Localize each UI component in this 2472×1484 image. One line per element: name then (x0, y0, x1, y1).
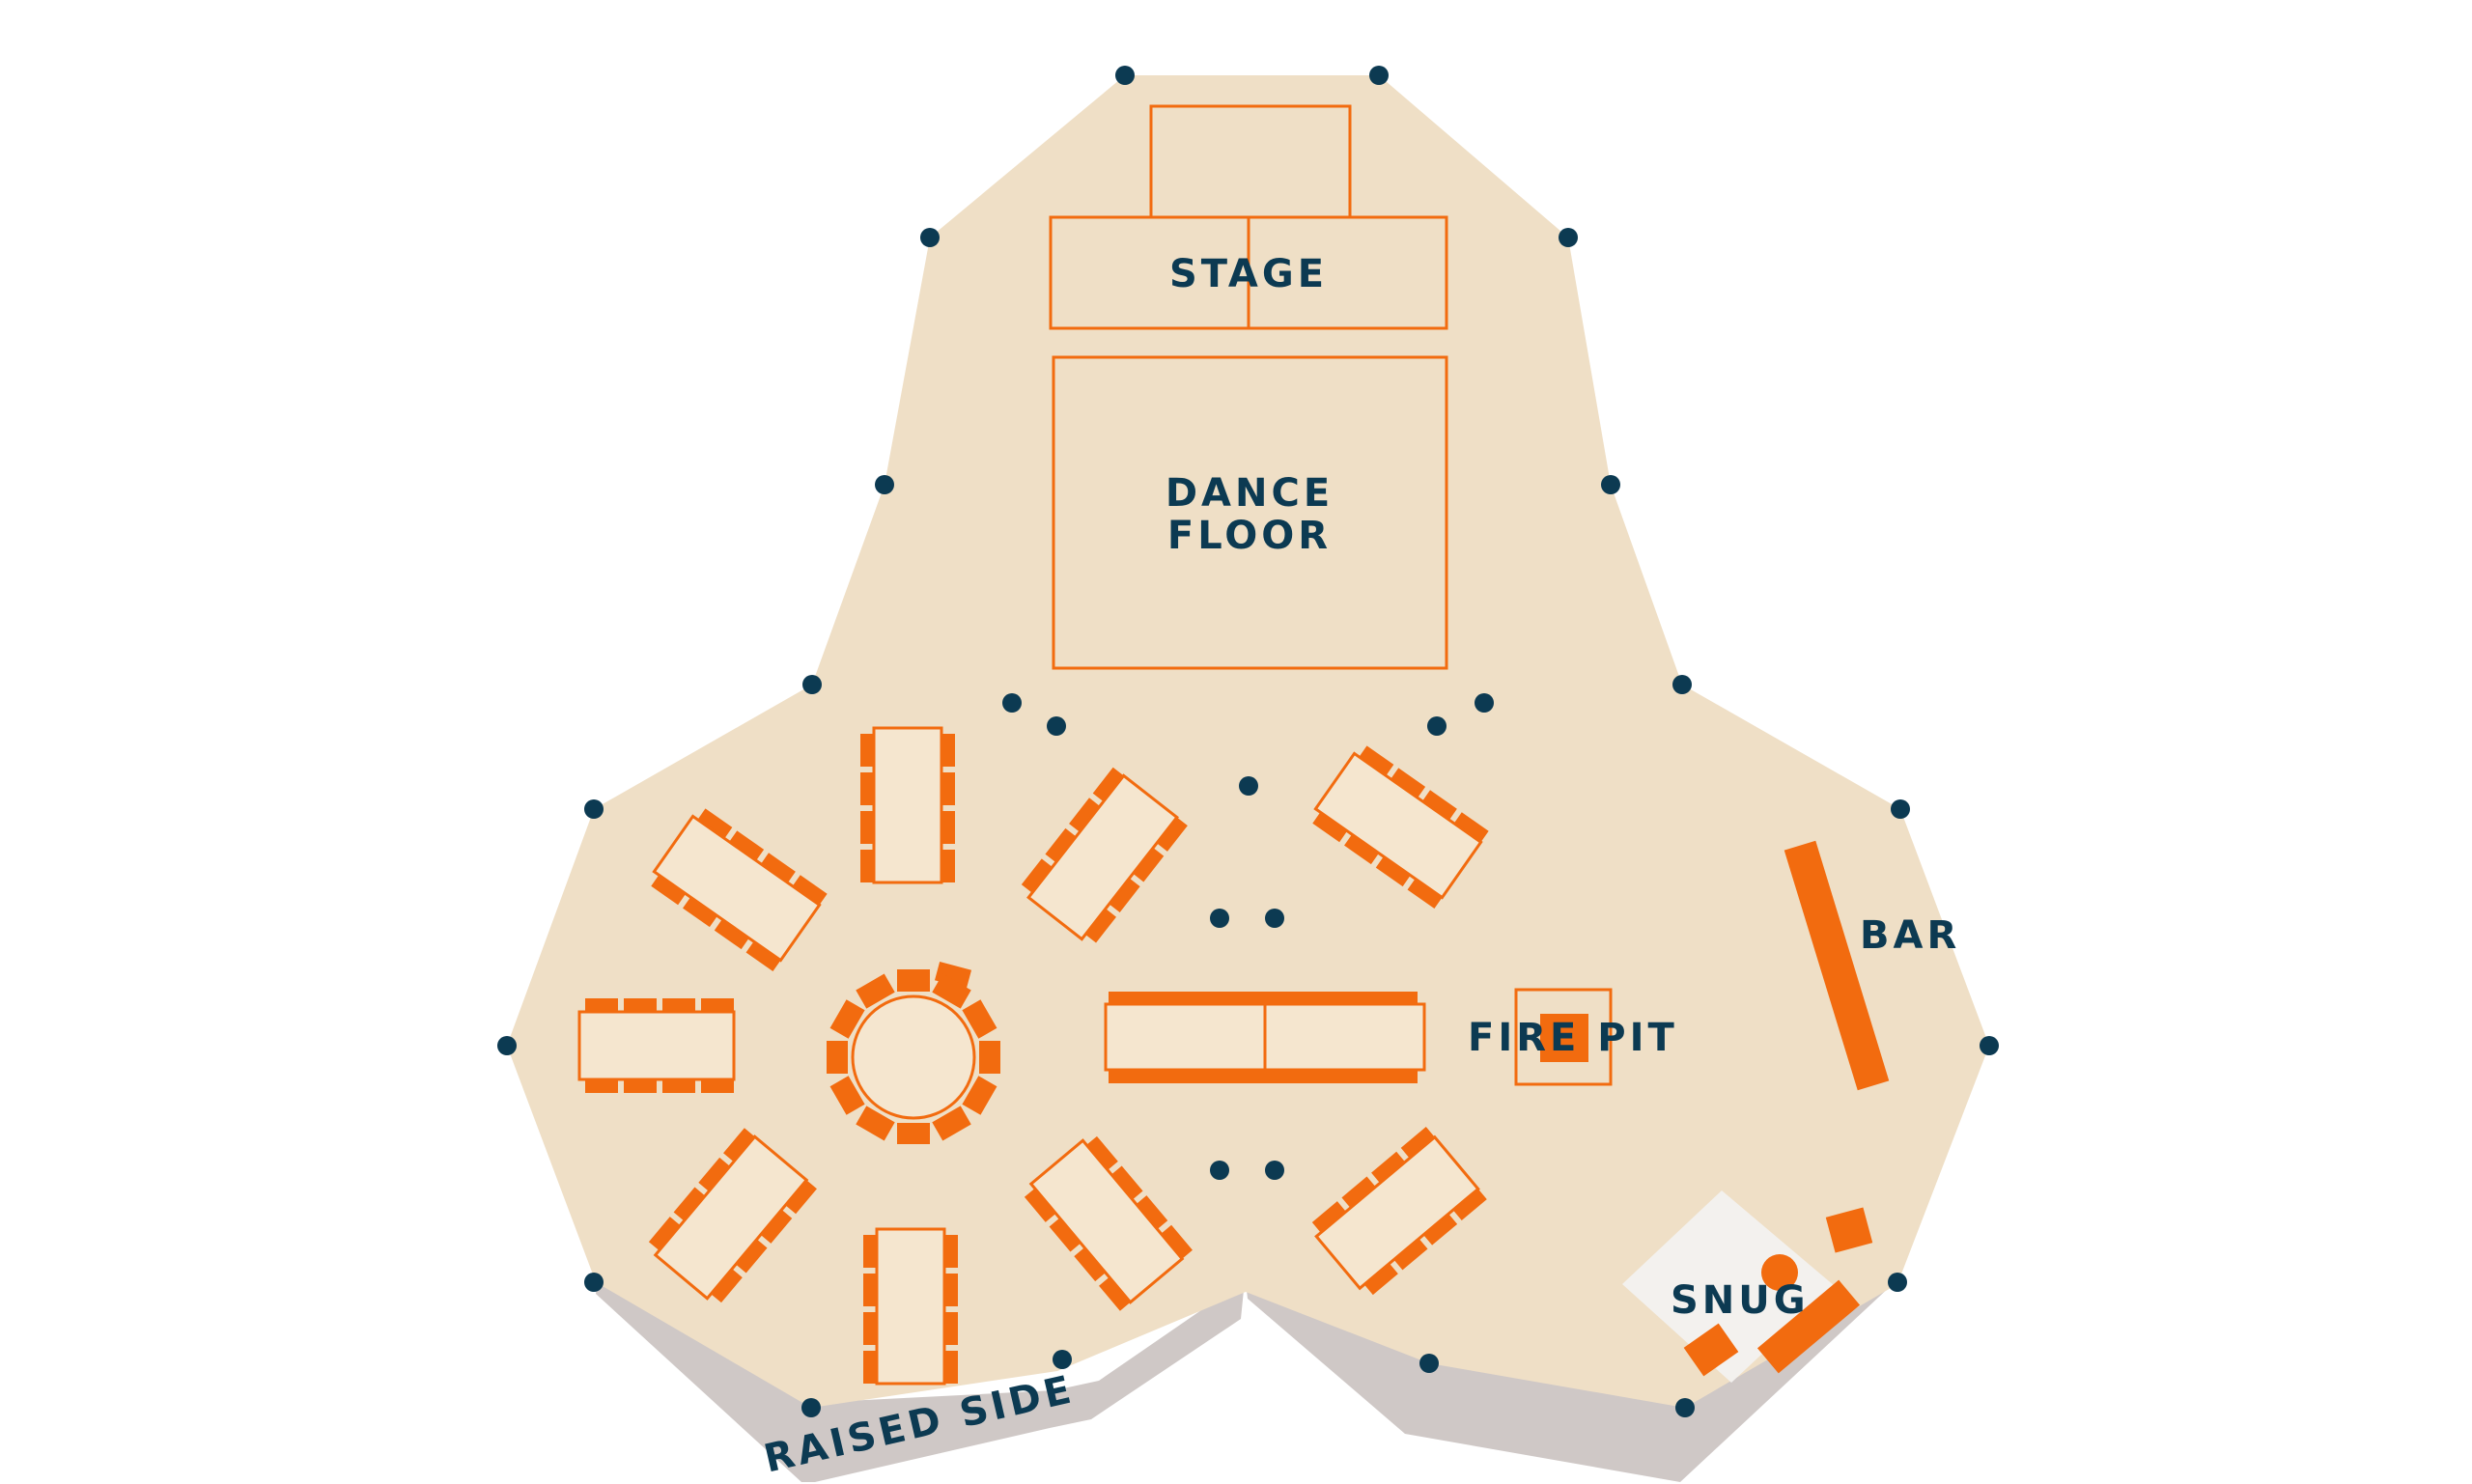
tent-post (1210, 909, 1229, 928)
round-table-chair (897, 1123, 930, 1144)
tent-post (584, 1273, 604, 1292)
rect-table (648, 1128, 817, 1303)
tent-post (1888, 1273, 1907, 1292)
fire-pit: FIRE PIT (1468, 988, 1678, 1086)
tent-post (1369, 66, 1389, 85)
tent-post (1265, 909, 1284, 928)
tent-post (801, 1398, 821, 1417)
rect-table (1311, 1127, 1487, 1296)
round-table-chair (856, 973, 895, 1009)
rect-table (1312, 745, 1489, 910)
round-table-chair (897, 970, 930, 992)
rect-table (651, 808, 828, 972)
tent-post (1002, 693, 1022, 713)
stage-label: STAGE (1169, 252, 1328, 296)
tent-post (1239, 776, 1258, 796)
rect-table (577, 998, 736, 1093)
stage: STAGE (1049, 104, 1448, 330)
round-table-chair (932, 973, 971, 1009)
round-table-chair (932, 1106, 971, 1141)
tent-post (1265, 1161, 1284, 1180)
bar: BAR (1784, 840, 1960, 1091)
bar-label: BAR (1860, 913, 1960, 958)
round-table (827, 961, 1000, 1144)
tent-post (1675, 1398, 1695, 1417)
tent-post (1980, 1036, 1999, 1055)
tent-post (1559, 228, 1578, 247)
rect-table (1024, 1135, 1193, 1311)
round-table-chair (979, 1041, 1000, 1074)
fire-pit-label: FIRE PIT (1468, 1016, 1678, 1060)
rectangular-tables (577, 726, 1489, 1386)
snug-label: SNUG (1671, 1278, 1810, 1323)
rect-table (860, 726, 955, 884)
tent-post (1672, 675, 1692, 694)
tent-post (1427, 716, 1447, 736)
tent-post (1601, 475, 1620, 494)
rect-table (1021, 767, 1188, 943)
dance-floor-label-line2: FLOOR (1167, 514, 1332, 558)
tent-post (1891, 799, 1910, 819)
tent-post (1419, 1354, 1439, 1373)
dance-floor-label-line1: DANCE (1166, 471, 1334, 516)
dance-floor: DANCE FLOOR (1052, 355, 1448, 670)
snug: SNUG (1622, 1190, 1873, 1383)
tent-post (875, 475, 894, 494)
tent-post (1475, 693, 1494, 713)
tent-post (1210, 1161, 1229, 1180)
tent-posts (497, 66, 1999, 1417)
tent-post (584, 799, 604, 819)
round-table-chair (829, 1076, 865, 1115)
round-table-chair (856, 1106, 895, 1141)
round-table-chair (827, 1041, 848, 1074)
tent-post (1115, 66, 1135, 85)
tent-post (1047, 716, 1066, 736)
rect-table (863, 1227, 958, 1386)
tent-post (497, 1036, 517, 1055)
round-table-chair (962, 1076, 997, 1115)
tent-post (1053, 1350, 1072, 1369)
tent-post (802, 675, 822, 694)
long-table (1104, 992, 1426, 1083)
round-table-chair (962, 999, 997, 1039)
round-table-chair (829, 999, 865, 1039)
tent-post (920, 228, 940, 247)
